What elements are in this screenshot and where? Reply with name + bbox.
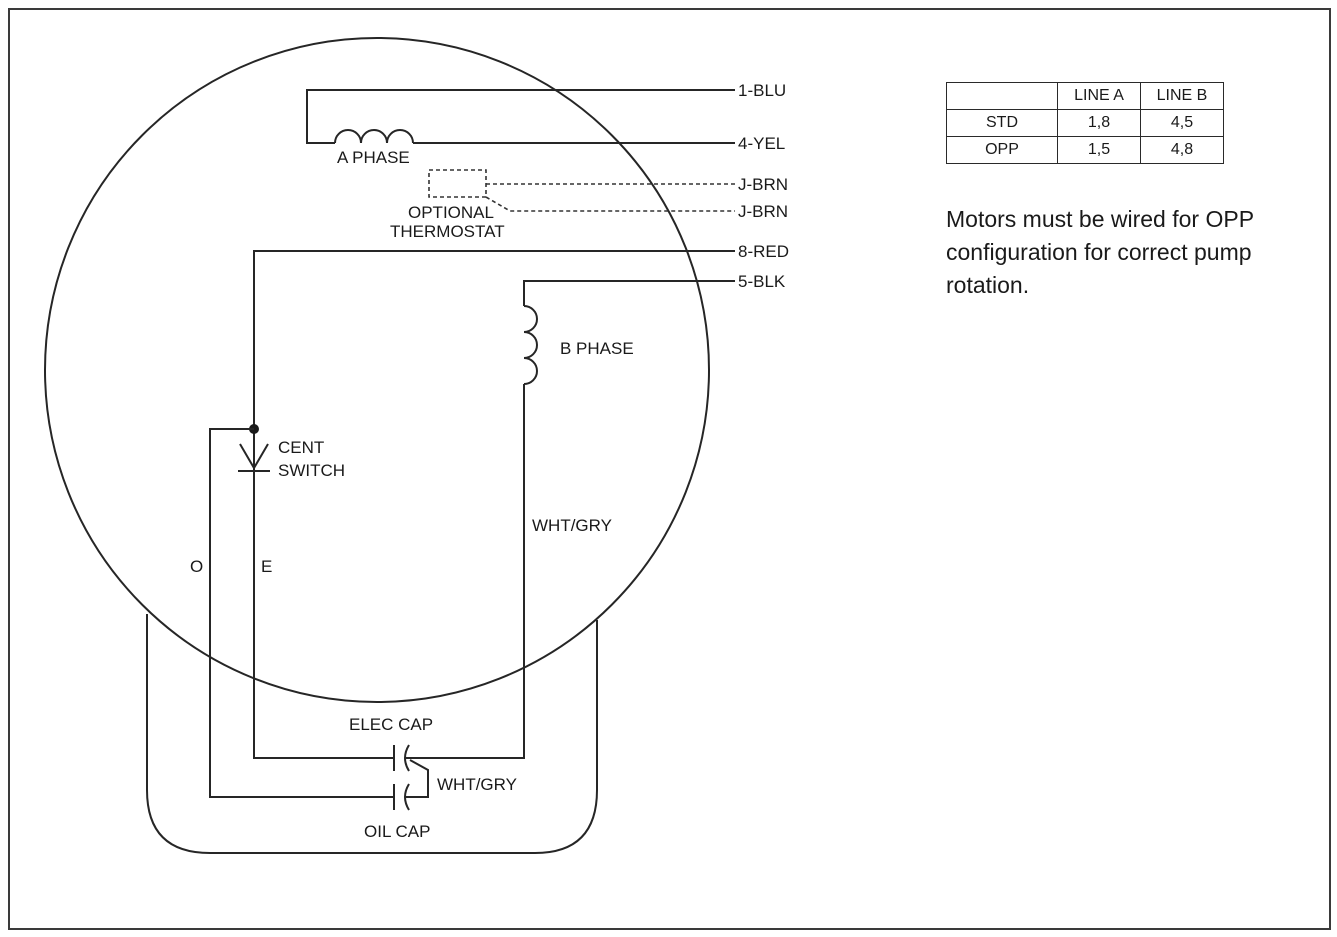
- a-phase-coil: [334, 129, 414, 144]
- b-phase-label: B PHASE: [560, 339, 634, 358]
- wiring-note: Motors must be wired for OPP configurati…: [946, 206, 1254, 298]
- table-row: STD 1,8 4,5: [946, 109, 1224, 137]
- wht-gry-wire: [405, 384, 525, 759]
- table-header-cell: LINE B: [1140, 82, 1224, 110]
- table-header-row: LINE A LINE B: [946, 82, 1224, 110]
- table-cell: 4,8: [1140, 136, 1224, 164]
- diagram-frame: [8, 8, 1331, 930]
- table-cell: STD: [946, 109, 1058, 137]
- lead-5-blk-wire: [523, 280, 735, 306]
- motor-base: [146, 614, 598, 854]
- cent-switch-symbol: [238, 443, 270, 472]
- oil-cap-symbol: [393, 783, 410, 811]
- lead-label-4-yel: 4-YEL: [738, 134, 785, 153]
- o-label: O: [190, 557, 203, 576]
- cent-label: CENT: [278, 438, 324, 457]
- lead-label-5-blk: 5-BLK: [738, 272, 786, 291]
- elec-cap-symbol: [393, 744, 410, 772]
- table-cell: 4,5: [1140, 109, 1224, 137]
- wht-gry-cap-label: WHT/GRY: [437, 775, 517, 794]
- wht-gry-b-phase-label: WHT/GRY: [532, 516, 612, 535]
- table-cell: 1,5: [1057, 136, 1141, 164]
- table-cell: OPP: [946, 136, 1058, 164]
- oil-cap-wire: [209, 428, 394, 798]
- table-row: OPP 1,5 4,8: [946, 136, 1224, 164]
- motor-circle: [44, 37, 710, 703]
- wiring-table: LINE A LINE B STD 1,8 4,5 OPP 1,5 4,8: [946, 82, 1224, 164]
- thermostat-lead-2: [485, 196, 735, 212]
- a-phase-label: A PHASE: [337, 148, 410, 167]
- lead-label-j-brn-1: J-BRN: [738, 175, 788, 194]
- oil-cap-right-wire: [405, 759, 429, 798]
- a-phase-lead-1-wire: [306, 89, 735, 144]
- lead-label-8-red: 8-RED: [738, 242, 789, 261]
- oil-cap-label: OIL CAP: [364, 822, 430, 841]
- lead-label-j-brn-2: J-BRN: [738, 202, 788, 221]
- table-header-cell: LINE A: [1057, 82, 1141, 110]
- lead-8-red-wire: [253, 250, 735, 759]
- elec-cap-label: ELEC CAP: [349, 715, 433, 734]
- switch-label: SWITCH: [278, 461, 345, 480]
- b-phase-coil: [523, 305, 538, 385]
- lead-label-1-blu: 1-BLU: [738, 81, 786, 100]
- table-cell: 1,8: [1057, 109, 1141, 137]
- thermostat-label: THERMOSTAT: [390, 222, 505, 241]
- e-label: E: [261, 557, 272, 576]
- table-header-cell: [946, 82, 1058, 110]
- optional-label: OPTIONAL: [408, 203, 494, 222]
